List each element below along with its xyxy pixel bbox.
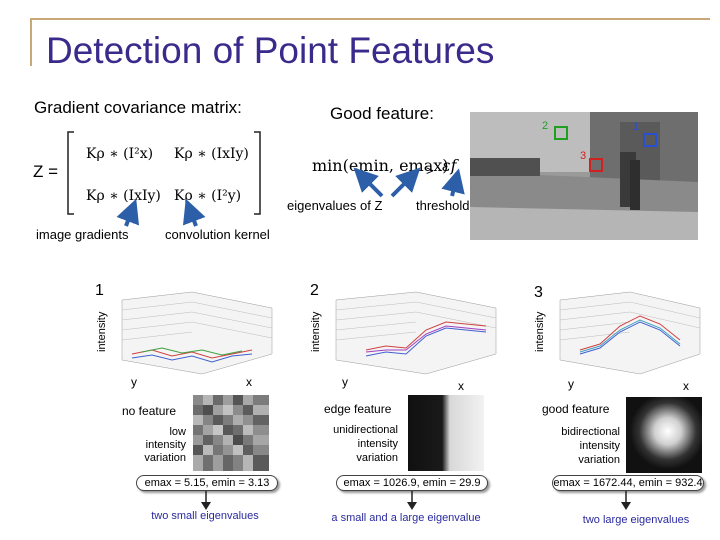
- plot-2-surface: [326, 290, 506, 380]
- plot-2-ylabel-wrap: intensity: [310, 300, 324, 360]
- image-gradients-label: image gradients: [36, 227, 129, 242]
- feature-2-eigen-pill: emax = 1026.9, emin = 29.9: [336, 475, 488, 491]
- feature-3-desc-1: bidirectional: [522, 426, 620, 438]
- plot-1-y-axis: y: [131, 375, 137, 389]
- marker-1-box: [643, 133, 657, 147]
- plot-2-number: 2: [310, 282, 319, 300]
- plot-2-y-axis: y: [342, 375, 348, 389]
- feature-3-desc-2: intensity: [522, 440, 620, 452]
- feature-2-type: edge feature: [324, 402, 391, 416]
- convolution-kernel-label: convolution kernel: [165, 227, 270, 242]
- plot-3-ylabel: intensity: [534, 312, 546, 352]
- feature-1-patch: [193, 395, 269, 471]
- eigenvalues-label: eigenvalues of Z: [287, 198, 382, 213]
- feature-1-desc-2: intensity: [100, 439, 186, 451]
- feature-1-desc-3: variation: [100, 452, 186, 464]
- feature-2-summary: a small and a large eigenvalue: [306, 512, 506, 524]
- feature-2-desc-3: variation: [306, 452, 398, 464]
- feature-2-patch: [408, 395, 484, 471]
- feature-1-summary: two small eigenvalues: [130, 510, 280, 522]
- scene-photo: [470, 112, 698, 240]
- plot-2-x-axis: x: [458, 379, 464, 393]
- plot-2-ylabel: intensity: [310, 312, 322, 352]
- feature-1-type: no feature: [122, 404, 176, 418]
- feature-3-patch: [626, 397, 702, 473]
- feature-3-summary: two large eigenvalues: [566, 514, 706, 526]
- feature-3-eigen-pill: emax = 1672.44, emin = 932.4: [552, 475, 704, 491]
- feature-3-down-arrow: [620, 491, 632, 511]
- marker-3-label: 3: [580, 150, 586, 162]
- threshold-label: threshold: [416, 198, 469, 213]
- plot-1-ylabel: intensity: [96, 312, 108, 352]
- feature-2-desc-2: intensity: [306, 438, 398, 450]
- plot-1-x-axis: x: [246, 375, 252, 389]
- feature-1-eigen-pill: emax = 5.15, emin = 3.13: [136, 475, 278, 491]
- marker-1-label: 1: [633, 121, 639, 133]
- marker-2-box: [554, 126, 568, 140]
- plot-1-ylabel-wrap: intensity: [96, 300, 110, 360]
- feature-3-desc-3: variation: [522, 454, 620, 466]
- feature-2-down-arrow: [406, 491, 418, 511]
- plot-3-ylabel-wrap: intensity: [534, 300, 548, 360]
- feature-3-type: good feature: [542, 402, 609, 416]
- feature-1-desc-1: low: [100, 426, 186, 438]
- plot-3-x-axis: x: [683, 379, 689, 393]
- plot-1-surface: [112, 290, 282, 380]
- marker-2-label: 2: [542, 120, 548, 132]
- feature-1-down-arrow: [200, 491, 212, 511]
- feature-2-desc-1: unidirectional: [306, 424, 398, 436]
- plot-1-number: 1: [95, 282, 104, 300]
- plot-3-y-axis: y: [568, 377, 574, 391]
- plot-3-surface: [550, 290, 710, 380]
- marker-3-box: [589, 158, 603, 172]
